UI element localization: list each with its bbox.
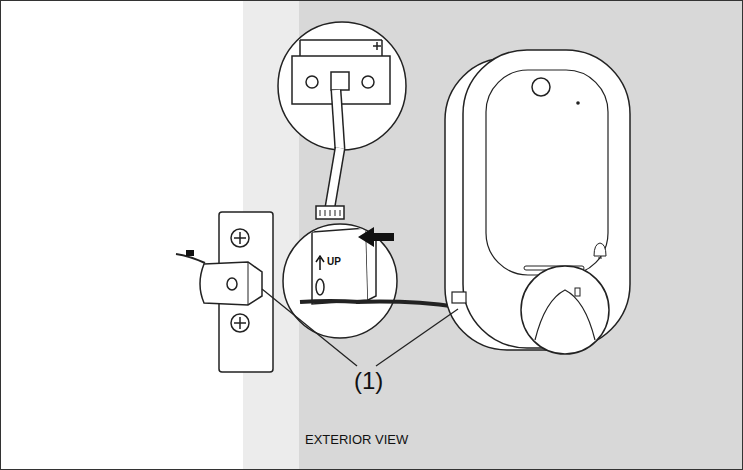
- ribbon-cable-fill: [336, 90, 340, 150]
- thumb-knob: [521, 266, 609, 354]
- camera: [532, 78, 550, 96]
- knob-slot: [575, 288, 580, 296]
- detail-circle: [278, 22, 406, 150]
- bracket-hole: [362, 76, 374, 88]
- screw-slot: [234, 317, 246, 329]
- detail-circle: [283, 224, 397, 338]
- leader-line: [376, 309, 458, 366]
- screw: [231, 229, 249, 247]
- latch-bolt: [200, 262, 262, 305]
- screw: [231, 314, 249, 332]
- ribbon-connector: [316, 206, 344, 219]
- spindle-hole: [227, 278, 237, 290]
- view-caption: EXTERIOR VIEW: [305, 433, 408, 447]
- cable: [356, 302, 458, 307]
- wall-ground: [0, 0, 243, 470]
- mounting-bracket: [292, 40, 390, 150]
- screw-slot: [234, 232, 246, 244]
- callout-number: (1): [354, 368, 383, 394]
- cable: [300, 301, 360, 302]
- ribbon-cable-fill: [330, 148, 340, 207]
- plus-mark: [373, 42, 381, 50]
- knob-edge: [535, 290, 595, 340]
- wire-connector: [186, 250, 194, 256]
- slot: [316, 279, 324, 295]
- leader-line: [262, 289, 357, 366]
- sensor-dot: [576, 101, 580, 105]
- bell-icon: [594, 243, 606, 258]
- spindle: [331, 72, 349, 90]
- orientation-mark: UP: [327, 256, 341, 267]
- ribbon-cable: [330, 148, 340, 207]
- keypad-panel: [486, 70, 608, 275]
- up-arrow: [316, 256, 324, 270]
- latch-edge: [248, 262, 249, 305]
- bracket-hole: [306, 76, 318, 88]
- cable-plug: [452, 292, 466, 303]
- bracket-top: [300, 40, 382, 56]
- mechanism-plate: [312, 228, 368, 304]
- connector-pins: [320, 210, 340, 216]
- ribbon-cable: [336, 90, 340, 150]
- direction-arrow: [358, 227, 394, 247]
